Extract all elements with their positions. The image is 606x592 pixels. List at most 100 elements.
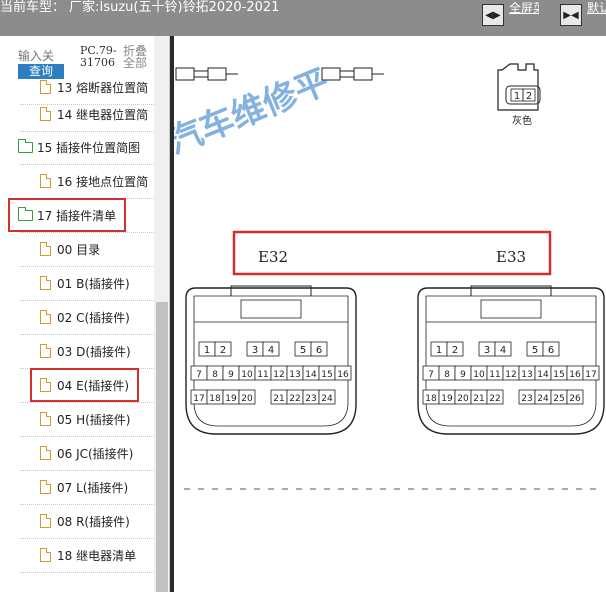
pin-number: 18: [425, 394, 437, 404]
tree-item[interactable]: 13 熔断器位置简: [40, 70, 148, 104]
connector-e33-outline: [417, 287, 605, 435]
fullscreen-menu-button[interactable]: ◀▶ 全屏菜单: [482, 2, 539, 32]
default-view-button[interactable]: ▶◀ 默认视图: [560, 2, 606, 32]
document-icon: [40, 548, 51, 562]
pin-box: [262, 341, 280, 357]
tree-item[interactable]: 17 插接件清单: [7, 198, 127, 232]
faint-text-mark: [254, 488, 260, 490]
tree-item[interactable]: 06 JC(插接件): [40, 436, 133, 470]
document-icon: [40, 412, 51, 426]
search-input[interactable]: [18, 48, 64, 64]
pin-number: 22: [489, 394, 500, 404]
default-view-label: 默认视图: [587, 2, 606, 15]
pin-box: [214, 341, 232, 357]
pin-number: 1: [436, 345, 442, 356]
pin-box: [486, 389, 504, 405]
tree-separator: [20, 572, 154, 573]
faint-text-mark: [534, 488, 540, 490]
pin-number: 13: [521, 370, 532, 380]
pin-number: 21: [273, 394, 284, 404]
faint-text-mark: [198, 488, 204, 490]
faint-text-mark: [562, 488, 568, 490]
tree-separator: [20, 538, 154, 539]
tree-item[interactable]: 07 L(插接件): [40, 470, 128, 504]
terminal-pin: [193, 70, 209, 78]
expand-icon: ◀▶: [482, 4, 504, 26]
panel-divider[interactable]: [170, 36, 174, 592]
pin-number: 18: [209, 394, 221, 404]
connector-label-highlight: [232, 230, 552, 276]
connector-e32-latch-slot: [240, 299, 302, 319]
tree-item[interactable]: 03 D(插接件): [40, 334, 131, 368]
pin-box: [582, 365, 600, 381]
search-button[interactable]: 查询: [18, 64, 64, 79]
tree-item-label: 14 继电器位置简: [57, 107, 149, 122]
document-icon: [40, 310, 51, 324]
pin-number: 16: [569, 370, 581, 380]
tree-item[interactable]: 08 R(插接件): [40, 504, 130, 538]
tree-separator: [20, 164, 154, 165]
tree-separator: [20, 300, 154, 301]
pin-number: 1: [514, 91, 520, 102]
pin-number: 19: [225, 394, 237, 404]
tree-item[interactable]: 16 接地点位置简: [40, 164, 148, 198]
folder-open-icon: [18, 138, 33, 153]
tree-item[interactable]: 01 B(插接件): [40, 266, 130, 300]
tree-item-label: 07 L(插接件): [57, 480, 129, 495]
document-icon: [40, 480, 51, 494]
sidebar-scrollbar[interactable]: [154, 36, 169, 592]
pin-number: 9: [228, 370, 234, 380]
tree-item[interactable]: 14 继电器位置简: [40, 97, 148, 131]
faint-text-mark: [380, 488, 386, 490]
collapse-all-link[interactable]: 折叠全部: [123, 44, 148, 70]
tree-item[interactable]: 05 H(插接件): [40, 402, 130, 436]
tree-item-label: 05 H(插接件): [57, 412, 131, 427]
pin-number: 15: [553, 370, 564, 380]
connector-e33-inner: [425, 295, 597, 427]
faint-text-mark: [338, 488, 344, 490]
pin-number: 8: [212, 370, 218, 380]
document-icon: [40, 276, 51, 290]
tree-item[interactable]: 18 继电器清单: [40, 538, 136, 572]
pin-number: 14: [537, 370, 549, 380]
connector-e32-inner: [193, 295, 349, 427]
pin-number: 3: [484, 345, 490, 356]
pin-number: 25: [553, 394, 564, 404]
tree-separator: [20, 436, 154, 437]
tree-separator: [20, 232, 154, 233]
pin-number: 24: [537, 394, 549, 404]
faint-text-mark: [408, 488, 414, 490]
search-bar: 查询 PC.79-31706 折叠全部: [0, 36, 169, 80]
scrollbar-thumb[interactable]: [156, 302, 168, 592]
pin-number: 7: [428, 370, 434, 380]
tree-item[interactable]: 02 C(插接件): [40, 300, 130, 334]
faint-text-mark: [548, 488, 554, 490]
pin-number: 20: [241, 394, 253, 404]
pin-number: 22: [289, 394, 300, 404]
tree-separator: [20, 131, 154, 132]
pin-number: 2: [452, 345, 458, 356]
faint-text-mark: [310, 488, 316, 490]
faint-text-mark: [478, 488, 484, 490]
tree-separator: [20, 104, 154, 105]
tree-item[interactable]: 00 目录: [40, 232, 100, 266]
pin-number: 23: [305, 394, 316, 404]
sidebar: 查询 PC.79-31706 折叠全部 13 熔断器位置简 14 继电器位置简 15…: [0, 36, 170, 592]
faint-text-mark: [352, 488, 358, 490]
pin-number: 5: [300, 345, 306, 356]
faint-text-mark: [240, 488, 246, 490]
pin-number: 20: [457, 394, 469, 404]
tree-item[interactable]: 04 E(插接件): [29, 368, 140, 402]
pin-box: [542, 341, 560, 357]
pin-number: 2: [220, 345, 226, 356]
pin-box: [238, 389, 256, 405]
pin-number: 9: [460, 370, 466, 380]
tree-separator: [20, 198, 154, 199]
connector-e32-latch: [230, 285, 312, 296]
tree-item-label: 17 插接件清单: [37, 208, 117, 223]
small-connector-inner: [505, 85, 541, 105]
small-connector-outline: [497, 63, 539, 111]
tree-item[interactable]: 15 插接件位置简图: [18, 130, 140, 164]
pin-number: 7: [196, 370, 202, 380]
